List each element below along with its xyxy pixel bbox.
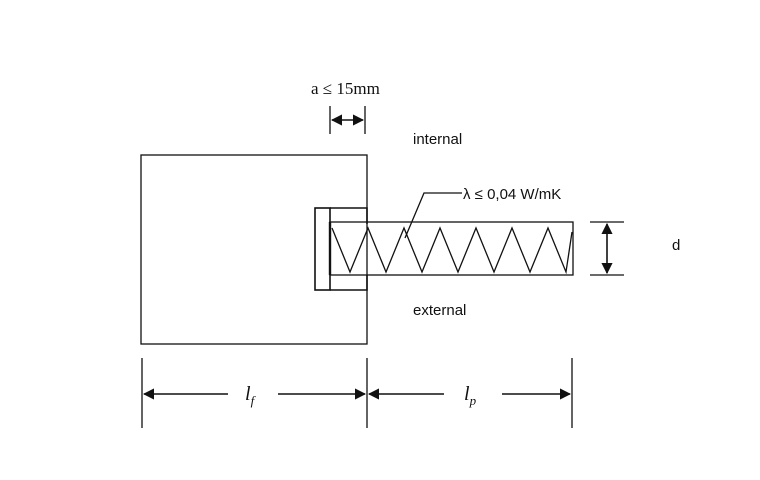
frame-block bbox=[140, 154, 368, 345]
gap-label: a ≤ 15mm bbox=[311, 79, 380, 98]
lambda-leader-line bbox=[404, 192, 462, 239]
clip-top-bracket bbox=[330, 207, 368, 224]
external-label: external bbox=[413, 302, 466, 319]
lp-label: lp bbox=[464, 383, 477, 408]
clip-bottom-bracket bbox=[330, 275, 368, 291]
lf-label: lf bbox=[245, 383, 257, 408]
thickness-label: d bbox=[672, 237, 680, 254]
lambda-label: λ ≤ 0,04 W/mK bbox=[463, 186, 561, 203]
internal-label: internal bbox=[413, 131, 462, 148]
insulation-zigzag bbox=[331, 226, 573, 275]
clip-plate bbox=[314, 207, 331, 291]
